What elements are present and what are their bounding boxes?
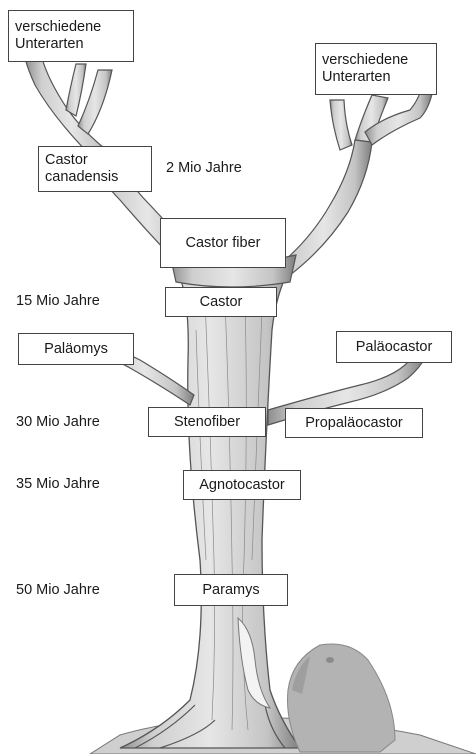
label-agnotocastor: Agnotocastor [183, 470, 301, 500]
beaver-icon [288, 644, 396, 752]
branch-right [276, 140, 372, 275]
label-castor-fiber: Castor fiber [160, 218, 286, 268]
label-subspecies-right: verschiedene Unterarten [315, 43, 437, 95]
label-castor: Castor [165, 287, 277, 317]
label-palaeomys: Paläomys [18, 333, 134, 365]
era-15-mio: 15 Mio Jahre [16, 293, 100, 309]
twig-right-1 [330, 100, 352, 150]
era-30-mio: 30 Mio Jahre [16, 414, 100, 430]
label-propalaeocastor: Propaläocastor [285, 408, 423, 438]
era-35-mio: 35 Mio Jahre [16, 476, 100, 492]
label-subspecies-left: verschiedene Unterarten [8, 10, 134, 62]
label-paramys: Paramys [174, 574, 288, 606]
era-2-mio: 2 Mio Jahre [166, 160, 242, 176]
label-castor-canadensis: Castor canadensis [38, 146, 152, 192]
label-palaeocastor: Paläocastor [336, 331, 452, 363]
era-50-mio: 50 Mio Jahre [16, 582, 100, 598]
twig-left-2 [66, 64, 86, 116]
label-stenofiber: Stenofiber [148, 407, 266, 437]
trunk [120, 272, 300, 748]
